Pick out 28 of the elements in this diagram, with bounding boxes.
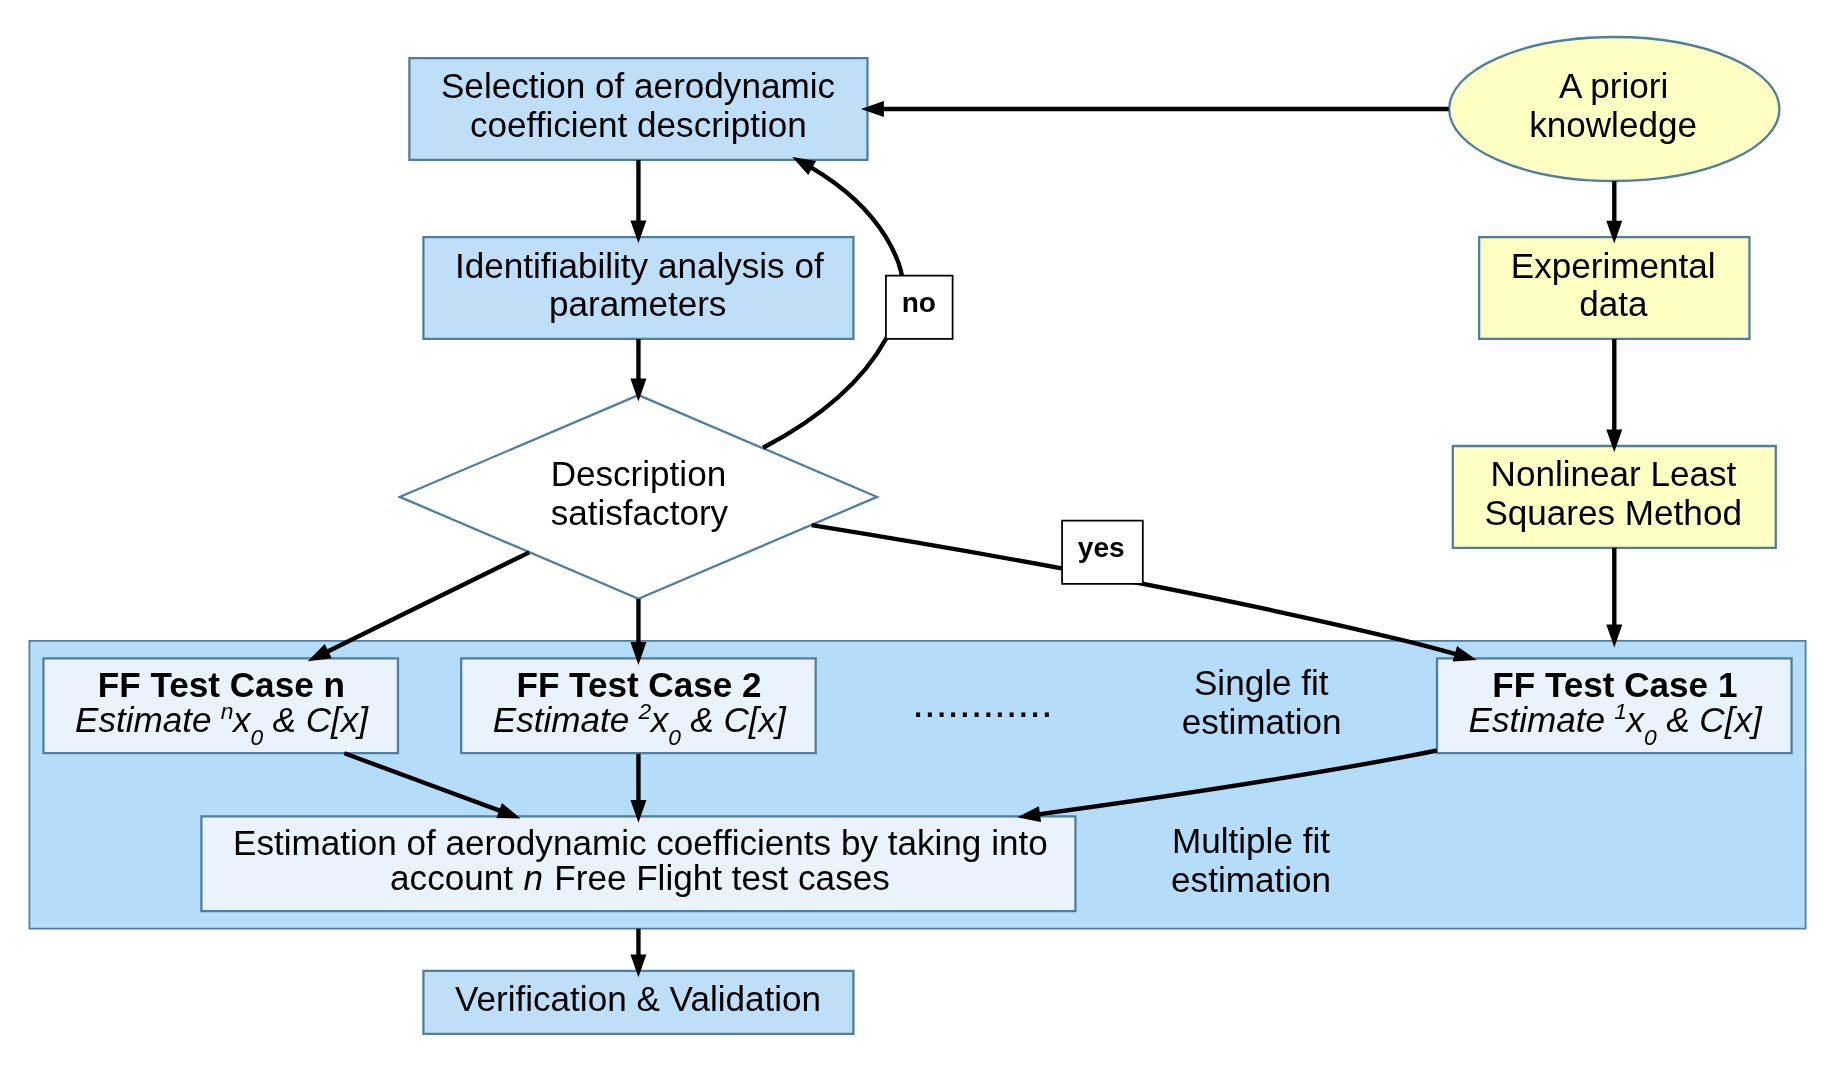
arrow	[307, 549, 531, 661]
arrow	[1606, 180, 1623, 244]
arrow	[860, 100, 1449, 117]
edge-label: yes	[1077, 531, 1125, 563]
node-box: FF Test Case 1 Estimate $^{1}$x$_{0}$ & C[x]	[1435, 656, 1793, 754]
label: ............	[912, 678, 1053, 726]
node-box: FF Test Case n Estimate $^{n}$x$_{0}$ & C[x]	[42, 656, 400, 754]
node-box: Estimation of aerodynamic coefficients by taking into account n Free Flight test cases	[200, 814, 1077, 912]
arrow	[1017, 747, 1438, 822]
node-box: Verification & Validation	[422, 969, 855, 1035]
node-box: Experimental data	[1478, 235, 1751, 340]
arrow	[630, 753, 647, 823]
edge-label: no	[901, 286, 937, 318]
arrow	[630, 338, 647, 401]
label: Single fit estimation	[1181, 662, 1342, 741]
arrow	[630, 598, 647, 665]
node-ellipse: A priori knowledge	[1448, 35, 1781, 182]
arrow	[630, 159, 647, 243]
node-diamond: Description satisfactory	[396, 393, 881, 600]
node-box: FF Test Case 2 Estimate $^{2}$x$_{0}$ & C[x]	[460, 656, 817, 754]
node-box: Identifiability analysis of parameters	[422, 235, 855, 340]
node-box: Selection of aerodynamic coefficient description	[408, 56, 869, 161]
label: Multiple fit estimation	[1171, 820, 1332, 899]
arrow	[1606, 338, 1623, 452]
node-box: Nonlinear Least Squares Method	[1451, 444, 1777, 549]
arrow	[630, 928, 647, 977]
arrow	[343, 750, 521, 818]
arrow	[1606, 547, 1623, 647]
